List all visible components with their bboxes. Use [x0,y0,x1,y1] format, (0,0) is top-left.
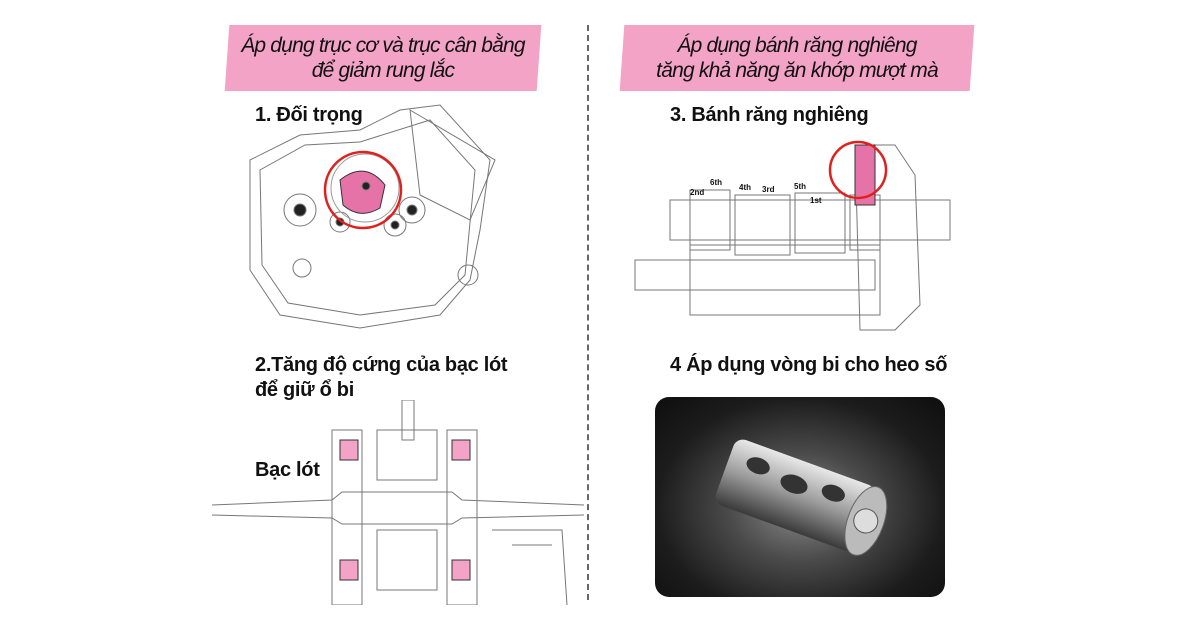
left-banner-line1: Áp dụng trục cơ và trục cân bằng [241,34,525,57]
gear-label: 4th [739,183,751,192]
left-banner-line2: để giảm rung lắc [311,59,455,82]
right-banner-line2: tăng khả năng ăn khớp mượt mà [656,59,938,82]
gear-label: 2nd [690,188,705,197]
section4-title: 4 Áp dụng vòng bi cho heo số [670,354,948,376]
gear-label: 1st [810,196,822,205]
shift-drum-photo [655,397,945,597]
divider [587,25,589,600]
engine-counterweight-diagram [249,104,496,329]
gear-label: 6th [710,178,722,187]
section1-title: 1. Đối trọng [255,104,363,126]
right-banner-line1: Áp dụng bánh răng nghiêng [677,34,917,57]
helical-gear-diagram [634,140,951,331]
highlight-circle [323,150,403,230]
highlight-circle [828,140,888,200]
gear-label: 5th [794,182,806,191]
section3-title: 3. Bánh răng nghiêng [670,104,869,126]
gear-label: 3rd [762,185,775,194]
bushing-label: Bạc lót [255,459,320,481]
shift-drum-image [715,439,888,556]
crankshaft-bushing-diagram [212,400,584,605]
